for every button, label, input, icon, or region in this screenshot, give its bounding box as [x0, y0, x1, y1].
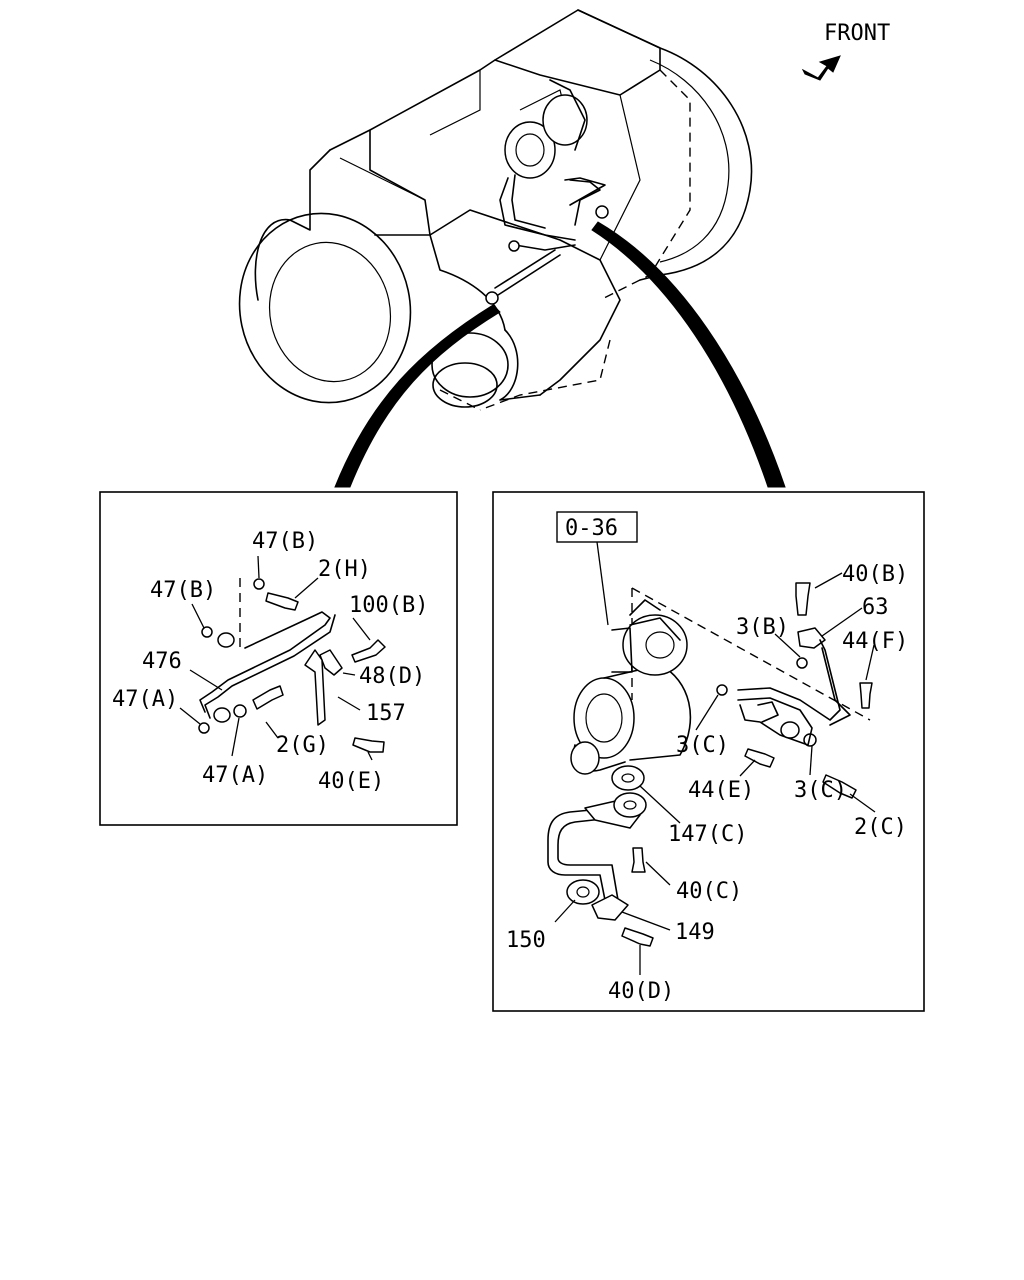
label-2c: 2(C) — [854, 815, 907, 840]
bracket-157 — [304, 649, 326, 726]
label-3c-left: 3(C) — [676, 733, 729, 758]
label-147c: 147(C) — [668, 822, 747, 847]
bolt-40c — [631, 847, 646, 873]
callout-curve-right — [591, 221, 786, 488]
label-3c-right: 3(C) — [794, 778, 847, 803]
label-47a-bottom: 47(A) — [202, 763, 268, 788]
bolt-2c — [822, 774, 857, 799]
label-47b-top: 47(B) — [252, 529, 318, 554]
arrow-front-icon — [801, 55, 841, 81]
label-100b: 100(B) — [349, 593, 428, 618]
callout-curve-left — [334, 304, 501, 488]
washer-47a-left — [198, 722, 210, 734]
pipe-oil-return — [547, 807, 613, 911]
label-149: 149 — [675, 920, 715, 945]
bolt-44f — [859, 682, 873, 709]
banjo-63 — [797, 627, 826, 649]
left-detail-panel: 47(B) 2(H) 47(B) 100(B) 476 48(D) 47(A) … — [99, 491, 458, 826]
engine-overview — [238, 9, 753, 411]
label-44e: 44(E) — [688, 778, 754, 803]
pipe-476 — [199, 611, 331, 713]
label-476: 476 — [142, 649, 182, 674]
eye-fitting-top — [217, 632, 235, 648]
label-63: 63 — [862, 595, 889, 620]
bolt-40e — [352, 737, 385, 753]
label-40d: 40(D) — [608, 979, 674, 1004]
washer-3c-left — [716, 684, 728, 696]
turbocharger — [570, 599, 692, 775]
gasket-150 — [566, 879, 600, 905]
label-2g: 2(G) — [276, 733, 329, 758]
pipe-oil-feed — [737, 639, 841, 721]
gasket-147c-b — [613, 792, 647, 818]
label-44f: 44(F) — [842, 629, 908, 654]
eye-fitting-bottom — [213, 707, 231, 723]
gasket-147c-a — [611, 765, 645, 791]
label-47a-left: 47(A) — [112, 687, 178, 712]
label-2h: 2(H) — [318, 557, 371, 582]
right-detail-panel: 0-36 — [492, 491, 925, 1012]
bolt-44e — [744, 748, 775, 768]
bolt-40d — [621, 927, 654, 947]
washer-47b-top — [253, 578, 265, 590]
label-40b: 40(B) — [842, 562, 908, 587]
flange-149 — [591, 894, 629, 921]
label-3b: 3(B) — [736, 615, 789, 640]
label-40c: 40(C) — [676, 879, 742, 904]
label-40e: 40(E) — [318, 769, 384, 794]
label-150: 150 — [506, 928, 546, 953]
front-label: FRONT — [824, 21, 890, 46]
washer-47b-left — [201, 626, 213, 638]
label-48d: 48(D) — [359, 664, 425, 689]
bolt-2g — [252, 685, 284, 710]
label-157: 157 — [366, 701, 406, 726]
bolt-40b — [795, 582, 811, 616]
left-panel-frame — [99, 491, 458, 826]
bolt-100b — [351, 639, 386, 663]
washer-47a-right — [233, 704, 247, 718]
bolt-2h — [265, 592, 299, 611]
front-indicator: FRONT — [801, 21, 890, 81]
ref-box-label: 0-36 — [565, 516, 618, 541]
washer-3b — [796, 657, 808, 669]
clip-48d — [319, 649, 343, 676]
right-panel-frame — [492, 491, 925, 1012]
label-47b-left: 47(B) — [150, 578, 216, 603]
